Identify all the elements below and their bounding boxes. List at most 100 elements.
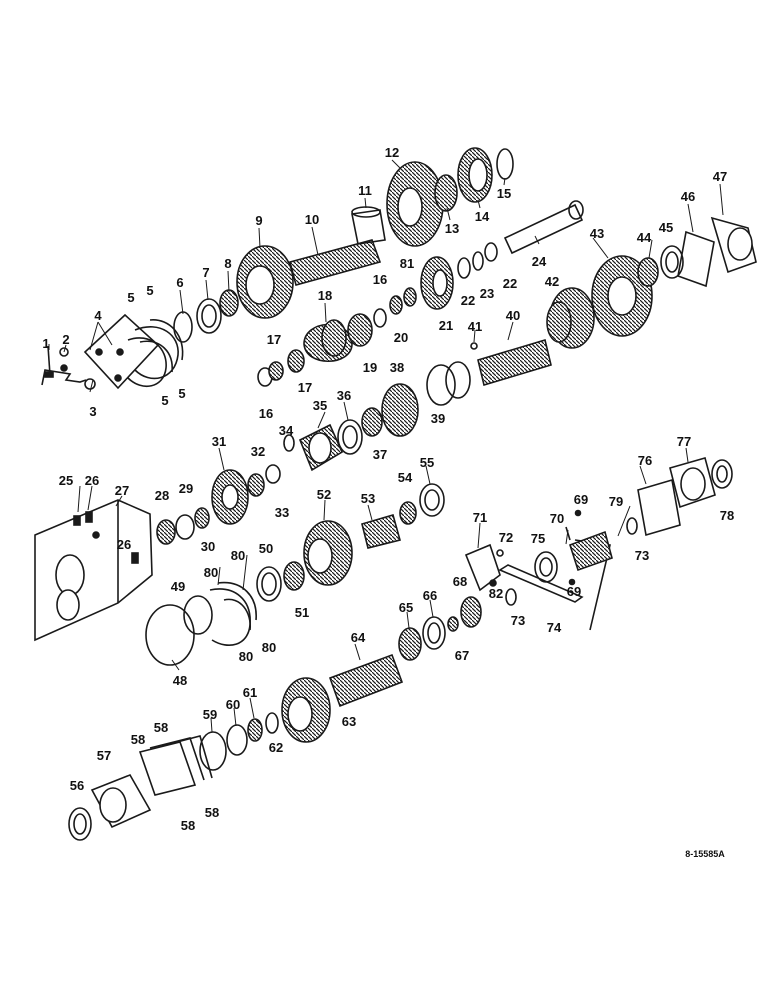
washer-part-41: [470, 342, 478, 350]
gear-part-9: [236, 245, 294, 319]
callout-74: 74: [547, 620, 562, 635]
callout-80c: 80: [239, 649, 253, 664]
callout-60: 60: [226, 697, 240, 712]
callout-41: 41: [468, 319, 482, 334]
shaft-part-79: [569, 530, 613, 572]
callout-76: 76: [638, 453, 652, 468]
callout-52: 52: [317, 487, 331, 502]
shaft-part-10: [289, 239, 382, 286]
dowel-part-26: [85, 511, 139, 564]
bearing-part-20: [389, 295, 403, 315]
gear-part-43: [591, 255, 653, 337]
callout-64: 64: [351, 630, 366, 645]
callout-56: 56: [70, 778, 84, 793]
callout-7: 7: [202, 265, 209, 280]
callout-11: 11: [358, 183, 372, 198]
callout-59: 59: [203, 707, 217, 722]
bearing-part-75: [534, 551, 558, 583]
gear-part-21: [420, 256, 454, 310]
shaft-part-64: [328, 653, 404, 708]
bearing-part-51: [283, 561, 305, 591]
callout-17a: 17: [267, 332, 281, 347]
callout-34: 34: [279, 423, 294, 438]
gear-part-19: [347, 313, 373, 347]
callout-73b: 73: [635, 548, 649, 563]
callout-36: 36: [337, 388, 351, 403]
callout-23: 23: [480, 286, 494, 301]
gasket-part-59: [199, 731, 227, 771]
callout-5a: 5: [127, 290, 134, 305]
seal-part-78: [711, 459, 733, 489]
callout-labels: 1 2 3 4 5 5 5 5 6 7 8 9 10 11 12 13 14 1…: [42, 145, 734, 833]
gear-part-65: [398, 627, 422, 661]
callout-44: 44: [637, 230, 652, 245]
gasket-part-6: [173, 311, 193, 343]
shaft-part-40: [477, 338, 552, 387]
bearing-part-39: [426, 361, 471, 406]
callout-58d: 58: [205, 805, 219, 820]
callout-6: 6: [176, 275, 183, 290]
snap-ring-part-34: [283, 434, 295, 452]
leader-lines: [48, 159, 724, 733]
callout-5b: 5: [146, 283, 153, 298]
snap-ring-part-62: [265, 712, 279, 734]
gear-part-38: [381, 383, 419, 437]
shims-part-58: [138, 735, 213, 796]
retainer-part-77: [669, 457, 716, 509]
pin-part-72: [496, 549, 504, 557]
callout-49: 49: [171, 579, 185, 594]
callout-24: 24: [532, 254, 547, 269]
callout-67: 67: [455, 648, 469, 663]
callout-54: 54: [398, 470, 413, 485]
callout-50: 50: [259, 541, 273, 556]
cover-part-48: [145, 604, 195, 666]
gear-part-18: [303, 319, 353, 363]
callout-20: 20: [394, 330, 408, 345]
callout-80d: 80: [262, 640, 276, 655]
retainer-part-57: [90, 774, 152, 829]
bearing-cup-part-50: [256, 566, 282, 602]
callout-43: 43: [590, 226, 604, 241]
callout-22a: 22: [461, 293, 475, 308]
callout-16a: 16: [259, 406, 273, 421]
bearing-retainer-part-47: [710, 216, 757, 274]
callout-65: 65: [399, 600, 413, 615]
callout-33: 33: [275, 505, 289, 520]
callout-21: 21: [439, 318, 453, 333]
callout-78: 78: [720, 508, 734, 523]
callout-73a: 73: [511, 613, 525, 628]
bearing-cup-part-36: [337, 419, 363, 455]
callout-46: 46: [681, 189, 695, 204]
callout-66: 66: [423, 588, 437, 603]
callout-29: 29: [179, 481, 193, 496]
callout-5d: 5: [178, 386, 185, 401]
callout-35: 35: [313, 398, 327, 413]
callout-10: 10: [305, 212, 319, 227]
callout-27: 27: [115, 483, 129, 498]
callout-15: 15: [497, 186, 511, 201]
callout-30: 30: [201, 539, 215, 554]
shaft-part-24: [503, 200, 584, 255]
ball-part-69: [568, 509, 582, 586]
callout-57: 57: [97, 748, 111, 763]
bearing-part-81: [403, 287, 417, 307]
callout-53: 53: [361, 491, 375, 506]
callout-31: 31: [212, 434, 226, 449]
bearing-cup-part-55: [419, 483, 445, 517]
callout-72: 72: [499, 530, 513, 545]
lockwasher-part-2: [59, 347, 69, 372]
callout-37: 37: [373, 447, 387, 462]
callout-80a: 80: [204, 565, 218, 580]
lube-tube-part-3: [41, 369, 96, 390]
callout-2: 2: [62, 332, 69, 347]
seal-part-56: [68, 807, 92, 841]
callout-70: 70: [550, 511, 564, 526]
callout-47: 47: [713, 169, 727, 184]
bearing-cone-part-37: [361, 407, 383, 437]
callout-40: 40: [506, 308, 520, 323]
callout-39: 39: [431, 411, 445, 426]
callout-77: 77: [677, 434, 691, 449]
bearing-part-61: [247, 718, 263, 742]
callout-28: 28: [155, 488, 169, 503]
ring-part-73: [505, 517, 638, 606]
